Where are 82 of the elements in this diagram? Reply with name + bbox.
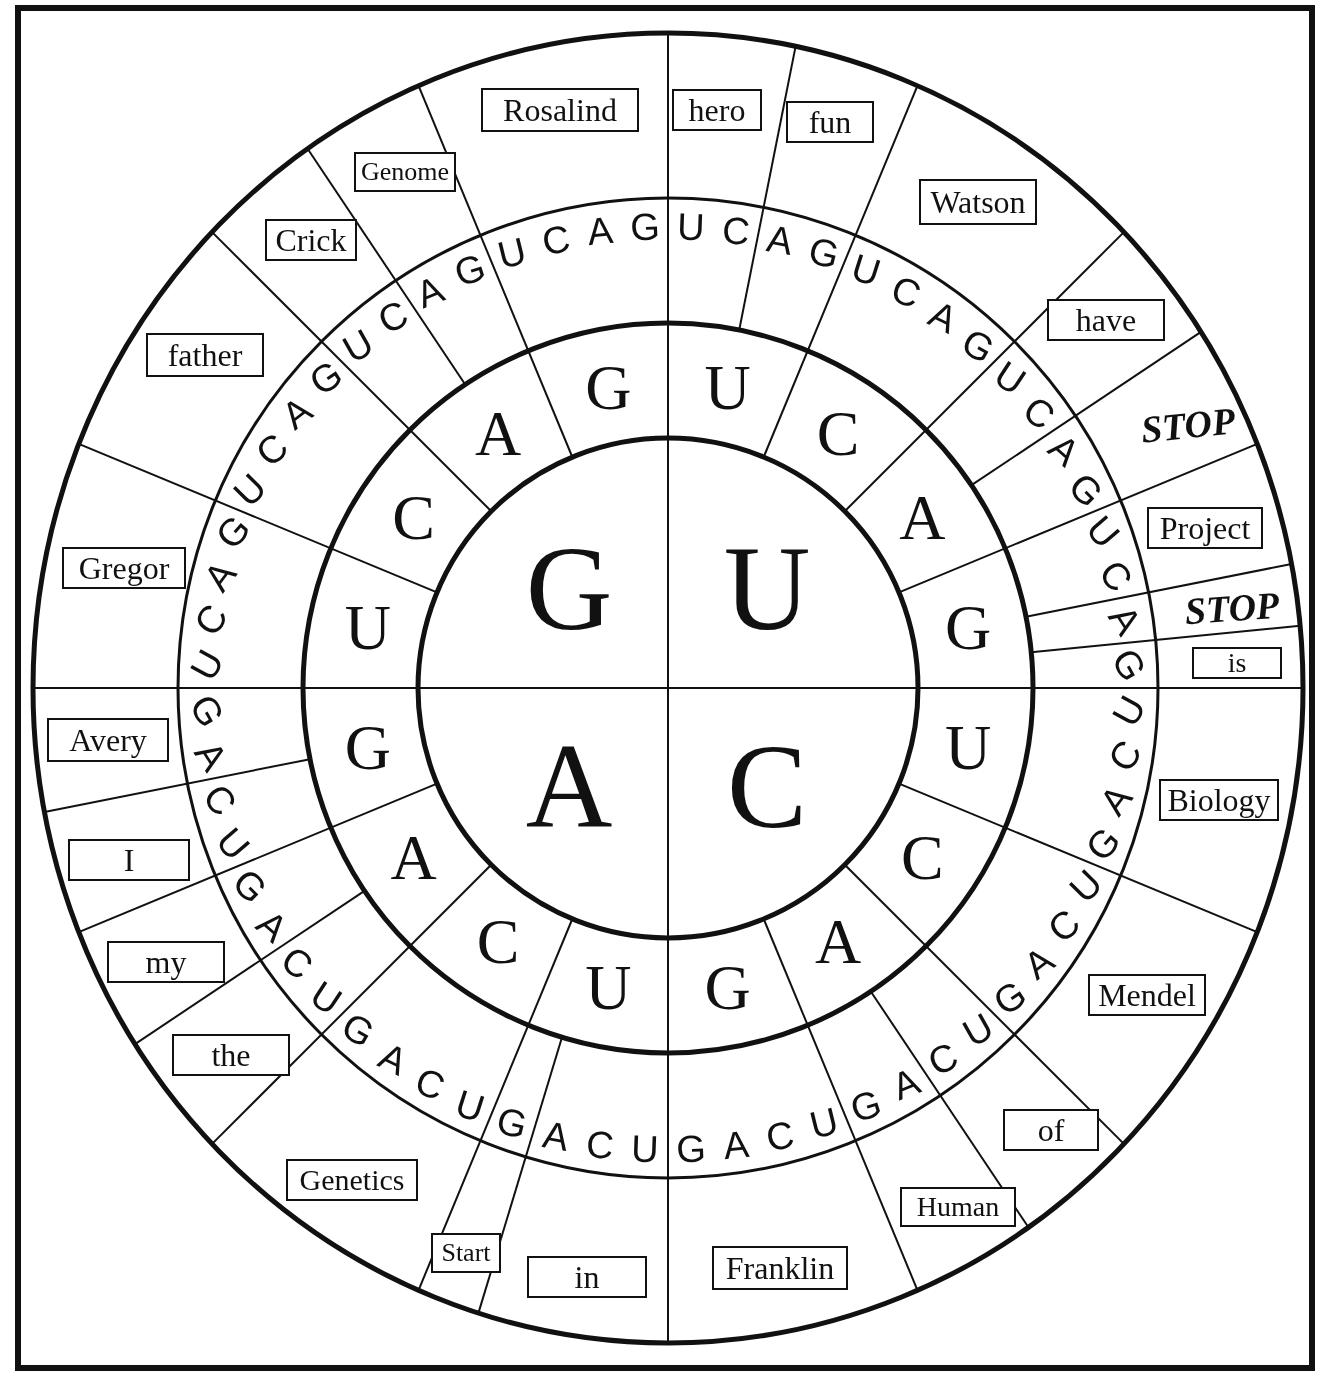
base-letter: C (392, 486, 435, 550)
word-box: Franklin (712, 1246, 848, 1290)
stop-label: STOP (1183, 585, 1281, 631)
base-letter: G (675, 1129, 707, 1169)
base-letter: G (945, 596, 992, 661)
word-box: Crick (265, 219, 357, 261)
base-letter: A (390, 826, 437, 890)
base-letter: G (493, 1101, 532, 1145)
word-box: have (1047, 299, 1165, 341)
base-letter: A (188, 734, 234, 777)
base-letter: U (805, 1101, 842, 1145)
base-letter: G (585, 355, 632, 420)
base-letter: A (474, 401, 522, 466)
word-box: Human (900, 1187, 1016, 1227)
base-letter: C (763, 1115, 797, 1158)
word-box: hero (672, 89, 762, 131)
base-letter: C (187, 598, 235, 643)
base-letter: A (540, 1115, 572, 1157)
word-box: the (172, 1034, 290, 1076)
base-letter: A (764, 218, 796, 261)
base-letter: G (804, 231, 843, 275)
base-letter: C (885, 269, 926, 315)
base-letter: U (723, 529, 811, 649)
base-letter: U (183, 644, 230, 687)
base-letter: C (1092, 553, 1140, 599)
word-box: Project (1147, 507, 1263, 549)
base-letter: G (344, 715, 391, 780)
word-box: in (527, 1256, 647, 1298)
base-letter: C (1101, 733, 1149, 778)
base-letter: U (945, 715, 992, 780)
base-letter: G (450, 247, 491, 293)
word-box: Gregor (62, 547, 186, 589)
word-box: my (107, 941, 225, 983)
base-letter: C (726, 727, 807, 847)
base-letter: A (814, 910, 862, 975)
word-box: I (68, 839, 190, 881)
base-letter: C (720, 210, 752, 252)
base-letter: G (525, 529, 613, 649)
base-letter: G (704, 956, 751, 1021)
word-box: Genetics (286, 1159, 418, 1201)
base-letter: A (899, 486, 946, 550)
base-letter: U (676, 207, 706, 246)
base-letter: U (630, 1129, 660, 1169)
base-letter: A (411, 269, 450, 315)
word-box: Watson (919, 179, 1037, 225)
base-letter: C (584, 1124, 616, 1166)
base-letter: C (196, 777, 244, 823)
word-box: Avery (47, 718, 169, 762)
word-box: Genome (354, 152, 456, 192)
base-letter: C (901, 826, 944, 890)
base-letter: A (197, 554, 243, 598)
base-letter: A (721, 1124, 751, 1166)
stop-label: STOP (1139, 401, 1237, 449)
base-letter: C (538, 218, 573, 261)
word-box: Rosalind (481, 88, 639, 132)
word-box: Start (431, 1233, 501, 1273)
base-letter: U (494, 231, 531, 275)
word-box: of (1003, 1109, 1099, 1151)
word-box: is (1192, 647, 1282, 679)
base-letter: C (476, 910, 520, 975)
base-letter: G (629, 207, 661, 247)
word-box: fun (786, 101, 874, 143)
base-letter: G (845, 1083, 886, 1129)
word-box: Biology (1159, 779, 1279, 821)
word-box: father (146, 333, 264, 377)
base-letter: C (816, 401, 860, 466)
base-letter: G (182, 688, 231, 733)
base-letter: A (525, 727, 613, 847)
base-letter: U (451, 1083, 490, 1128)
base-letter: A (585, 210, 615, 252)
base-letter: U (1079, 509, 1127, 556)
base-letter: A (1093, 778, 1139, 822)
base-letter: U (1106, 689, 1153, 732)
base-letter: U (846, 248, 885, 293)
base-letter: C (410, 1061, 451, 1107)
base-letter: A (886, 1061, 925, 1107)
base-letter: G (1105, 643, 1154, 688)
base-letter: A (1102, 599, 1148, 642)
base-letter: U (704, 355, 751, 420)
base-letter: U (344, 596, 391, 661)
word-box: Mendel (1088, 974, 1206, 1016)
base-letter: U (585, 956, 632, 1021)
